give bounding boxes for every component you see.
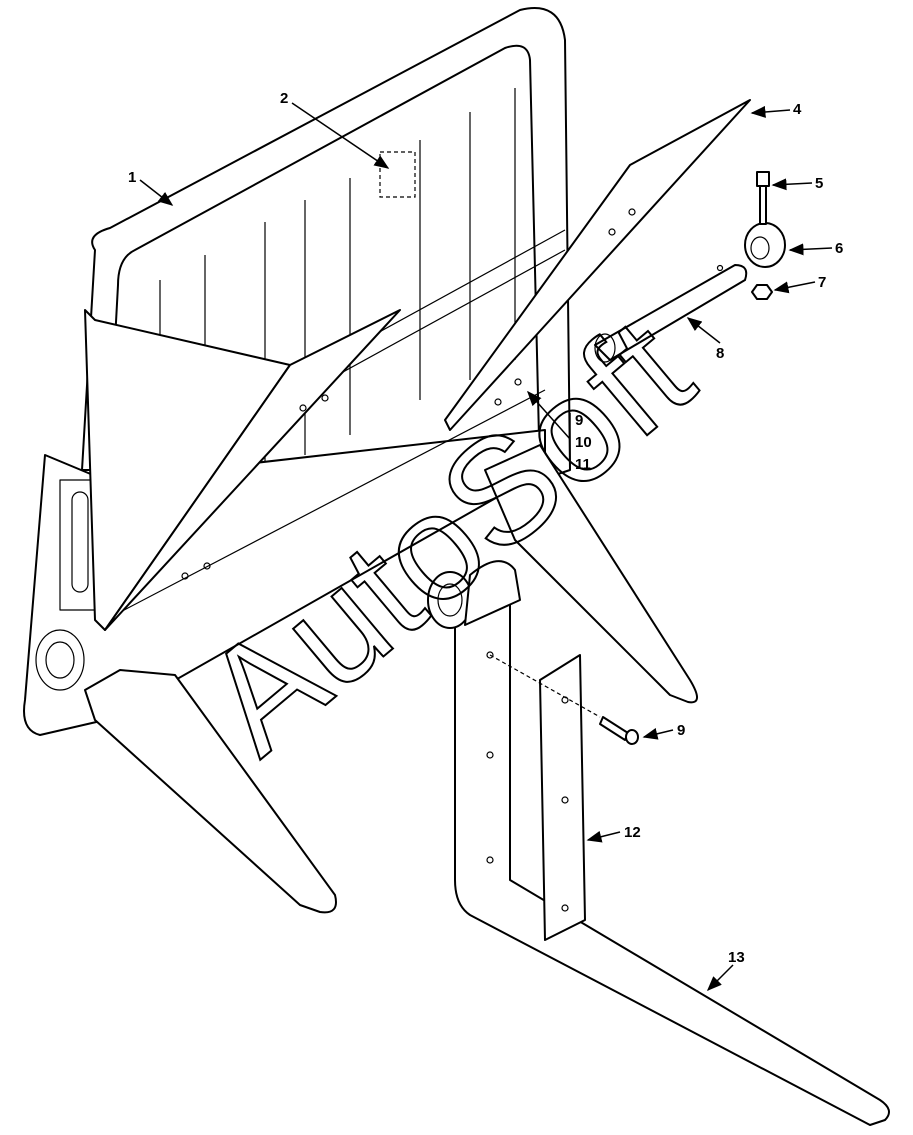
callout-2: 2: [280, 90, 288, 107]
nut: [751, 284, 773, 300]
callout-7: 7: [818, 274, 826, 291]
right-fork: [484, 444, 698, 704]
front-fork: [427, 560, 890, 1126]
callout-8: 8: [716, 345, 724, 362]
callout-9-lower: 9: [677, 722, 685, 739]
callout-1: 1: [128, 169, 136, 186]
id-plate-outline: [379, 151, 416, 198]
wear-strip: [539, 654, 586, 941]
callout-11: 11: [575, 456, 591, 473]
callout-9-upper: 9: [575, 412, 583, 429]
left-guide-plate: [84, 309, 401, 631]
callout-labels: 1 2 4 5 6 7 8 9 10 11 9 12 13: [128, 90, 843, 966]
callout-13: 13: [728, 949, 745, 966]
right-guide-plate: [444, 99, 751, 431]
screw: [489, 654, 639, 745]
callout-6: 6: [835, 240, 843, 257]
left-fork: [84, 669, 337, 914]
pin: [594, 264, 748, 363]
callout-10: 10: [575, 434, 592, 451]
leader-lines: [139, 102, 833, 992]
collar: [744, 222, 786, 268]
bolt: [756, 171, 770, 225]
callout-4: 4: [793, 101, 802, 118]
callout-5: 5: [815, 175, 823, 192]
callout-12: 12: [624, 824, 641, 841]
